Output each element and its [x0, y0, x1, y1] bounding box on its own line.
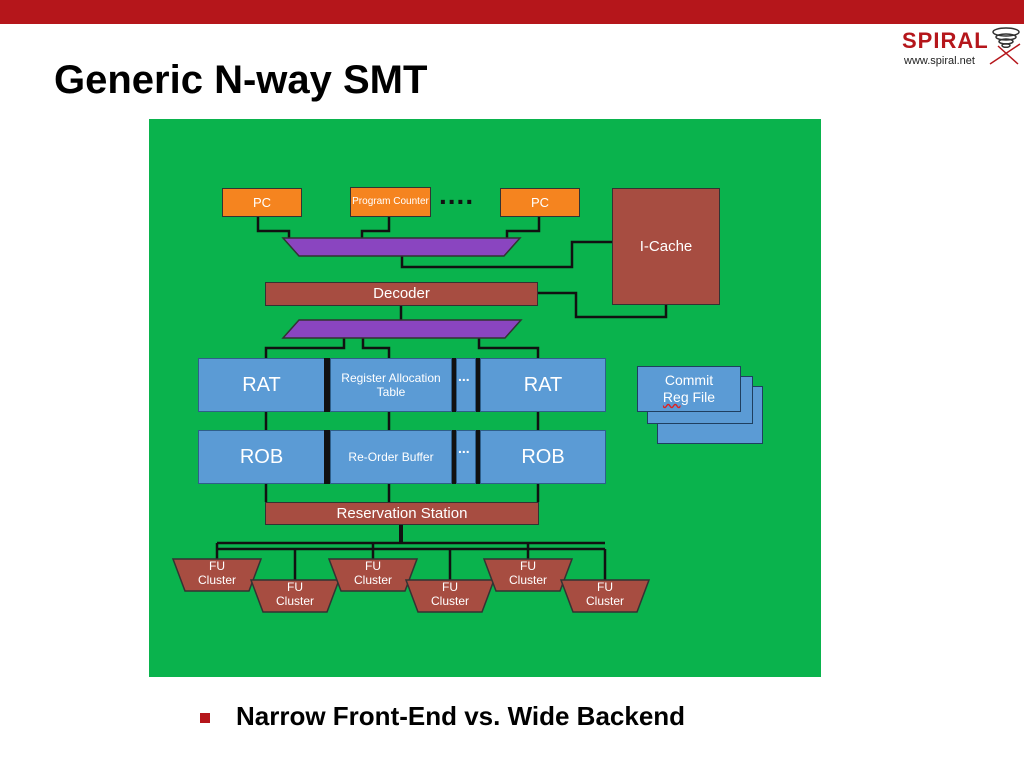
reorder-buffer-box: Re-Order Buffer: [330, 430, 452, 484]
logo-url: www.spiral.net: [904, 55, 975, 67]
fu-cluster-1: [171, 558, 263, 592]
rat-more-box: [456, 358, 476, 412]
pc-box-1: PC: [222, 188, 302, 217]
rat-box-1: RAT: [198, 358, 325, 412]
spiral-logo: SPIRAL www.spiral.net: [898, 26, 1022, 70]
slide-title: Generic N-way SMT: [54, 58, 428, 102]
fetch-mux: [281, 237, 522, 257]
spiral-icon: [989, 27, 1021, 65]
commit-label: Commit: [664, 372, 714, 389]
diagram-wires: [171, 217, 668, 613]
rat-box-2: RAT: [480, 358, 606, 412]
smt-diagram: PC Program Counter .... PC I-Cache Decod…: [149, 119, 821, 677]
commit-file-label: File: [692, 389, 716, 405]
fu-cluster-5: [482, 558, 574, 592]
reservation-station-box: Reservation Station: [265, 502, 539, 525]
dispatch-mux: [281, 319, 523, 339]
rat-more-dots: ...: [458, 368, 470, 384]
rob-separator-3: [476, 430, 480, 484]
rob-more-box: [456, 430, 476, 484]
fu-cluster-4: [404, 579, 496, 613]
rob-more-dots: ...: [458, 440, 470, 456]
pc-ellipsis: ....: [439, 179, 475, 210]
rob-separator-2: [452, 430, 456, 484]
rat-separator-1: [324, 358, 330, 412]
commit-reg-label: Reg: [662, 389, 689, 405]
rob-box-1: ROB: [198, 430, 325, 484]
rat-separator-2: [452, 358, 456, 412]
bullet-marker: [200, 713, 210, 723]
register-allocation-table-box: Register Allocation Table: [330, 358, 452, 412]
rat-separator-3: [476, 358, 480, 412]
logo-name: SPIRAL: [902, 28, 989, 53]
fu-cluster-2: [249, 579, 341, 613]
top-accent-bar: [0, 0, 1024, 24]
icache-box: I-Cache: [612, 188, 720, 305]
pc-box-2: PC: [500, 188, 580, 217]
decoder-box: Decoder: [265, 282, 538, 306]
rob-box-2: ROB: [480, 430, 606, 484]
rob-separator-1: [324, 430, 330, 484]
program-counter-box: Program Counter: [350, 187, 431, 217]
bullet-text: Narrow Front-End vs. Wide Backend: [236, 701, 686, 731]
fu-cluster-3: [327, 558, 419, 592]
fu-cluster-6: [559, 579, 651, 613]
commit-reg-file: Commit Reg File: [637, 366, 741, 412]
